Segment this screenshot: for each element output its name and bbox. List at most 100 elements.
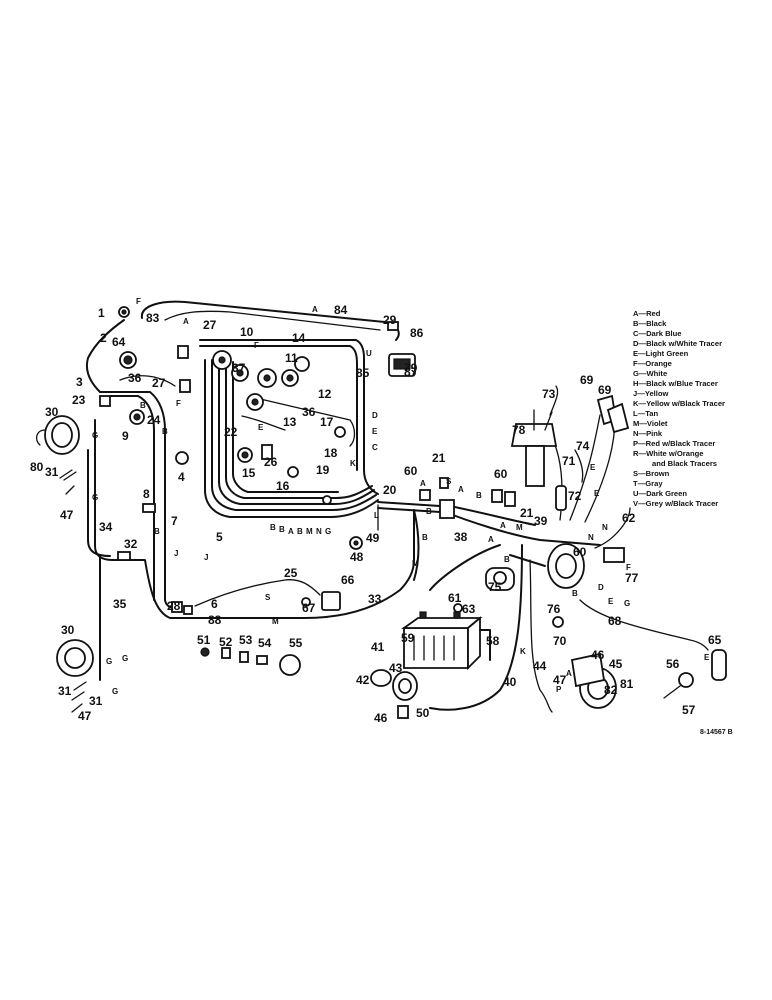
generator-60	[509, 543, 585, 589]
bundle-letter: B	[270, 523, 276, 532]
callout-label: 54	[258, 636, 272, 650]
wire-letter: B	[426, 507, 432, 516]
legend-entry: M—Violet	[633, 419, 668, 428]
callout-label: 47	[553, 673, 567, 687]
callout-label: 46	[591, 648, 605, 662]
sender-70	[552, 616, 564, 628]
callout-label: 18	[324, 446, 338, 460]
distributor-78	[510, 409, 558, 487]
switch-79	[388, 353, 416, 377]
callout-label: 75	[488, 580, 502, 594]
callout-label: 25	[284, 566, 298, 580]
connector-28	[171, 601, 183, 613]
wire-letter: S	[446, 477, 452, 486]
wire-letter: F	[136, 297, 141, 306]
callout-label: 60	[404, 464, 418, 478]
callout-label: 47	[78, 709, 92, 723]
wire-letter: E	[590, 463, 596, 472]
callout-label: 66	[341, 573, 355, 587]
callout-label: 57	[682, 703, 696, 717]
legend-entry: S—Brown	[633, 469, 670, 478]
connector-21a	[439, 477, 449, 489]
wire-letter: D	[372, 411, 378, 420]
wiring-harness	[86, 300, 709, 713]
callout-label: 36	[302, 405, 316, 419]
drawing-number: 8-14567 B	[700, 729, 733, 736]
callout-label: 87	[404, 365, 418, 379]
callout-label: 51	[197, 633, 211, 647]
gauge-14	[257, 368, 277, 388]
legend-entry: P—Red w/Black Tracer	[633, 439, 715, 448]
wire-letter: J	[204, 553, 208, 562]
callout-label: 2	[100, 331, 107, 345]
callout-label: 63	[462, 602, 476, 616]
callout-label: 65	[708, 633, 722, 647]
wire-letter: A	[500, 521, 506, 530]
callout-label: 30	[61, 623, 75, 637]
gauge-12	[281, 369, 299, 387]
bundle-letter: B	[279, 525, 285, 534]
bundle-letter: G	[325, 527, 331, 536]
callout-label: 29	[383, 313, 397, 327]
callout-label: 30	[45, 405, 59, 419]
callout-label: 59	[401, 631, 415, 645]
callout-label: 82	[604, 683, 618, 697]
callout-label: 24	[147, 413, 161, 427]
wire-letter: B	[154, 527, 160, 536]
callout-label: 37	[232, 361, 246, 375]
components	[35, 306, 727, 719]
callout-label: 84	[334, 303, 348, 317]
callout-label: 8	[143, 487, 150, 501]
callout-label: 88	[208, 613, 222, 627]
callout-label: 4	[178, 470, 185, 484]
horn-42	[370, 669, 392, 687]
switch-50	[397, 705, 409, 719]
callout-label: 64	[112, 335, 126, 349]
callout-label: 69	[598, 383, 612, 397]
callout-label: 3	[76, 375, 83, 389]
harness-bundle-letters: B B A B M N G	[270, 523, 331, 536]
wire-letter: F	[254, 341, 259, 350]
callout-label: 31	[89, 694, 103, 708]
callout-label: 47	[60, 508, 74, 522]
wire-letter: E	[258, 423, 264, 432]
wire-letter: B	[476, 491, 482, 500]
switch-16	[287, 466, 299, 478]
connector-21b	[504, 491, 516, 507]
lamp-24	[129, 409, 145, 425]
gauge-10	[212, 350, 232, 370]
wire-letter: A	[312, 305, 318, 314]
callout-label: 70	[553, 634, 567, 648]
wire-letter: C	[372, 443, 378, 452]
callout-label: 73	[542, 387, 556, 401]
wire-color-legend: A—Red B—Black C—Dark Blue D—Black w/Whit…	[633, 309, 725, 508]
legend-entry: E—Light Green	[633, 349, 689, 358]
callout-label: 5	[216, 530, 223, 544]
callout-label: 28	[167, 599, 181, 613]
horn-43	[392, 671, 418, 701]
callout-label: 85	[356, 366, 370, 380]
legend-entry: L—Tan	[633, 409, 659, 418]
wire-letter: G	[92, 493, 98, 502]
callout-label: 7	[171, 514, 178, 528]
bundle-letter: N	[316, 527, 322, 536]
headlight-1	[118, 306, 130, 318]
callout-label: 21	[520, 506, 534, 520]
gauge-11	[294, 356, 310, 372]
connector-63	[453, 603, 463, 613]
callout-label: 31	[58, 684, 72, 698]
callout-label: 23	[72, 393, 86, 407]
battery-59	[401, 611, 483, 671]
regulator-77	[603, 547, 625, 563]
legend-entry: C—Dark Blue	[633, 329, 682, 338]
callout-label: 16	[276, 479, 290, 493]
legend-entry: V—Grey w/Black Tracer	[633, 499, 718, 508]
callout-label: 83	[146, 311, 160, 325]
callout-label: 46	[374, 711, 388, 725]
callout-label: 60	[573, 545, 587, 559]
callout-label: 36	[128, 371, 142, 385]
callout-label: 6	[211, 597, 218, 611]
callout-label: 17	[320, 415, 334, 429]
connector-60a	[491, 489, 503, 503]
